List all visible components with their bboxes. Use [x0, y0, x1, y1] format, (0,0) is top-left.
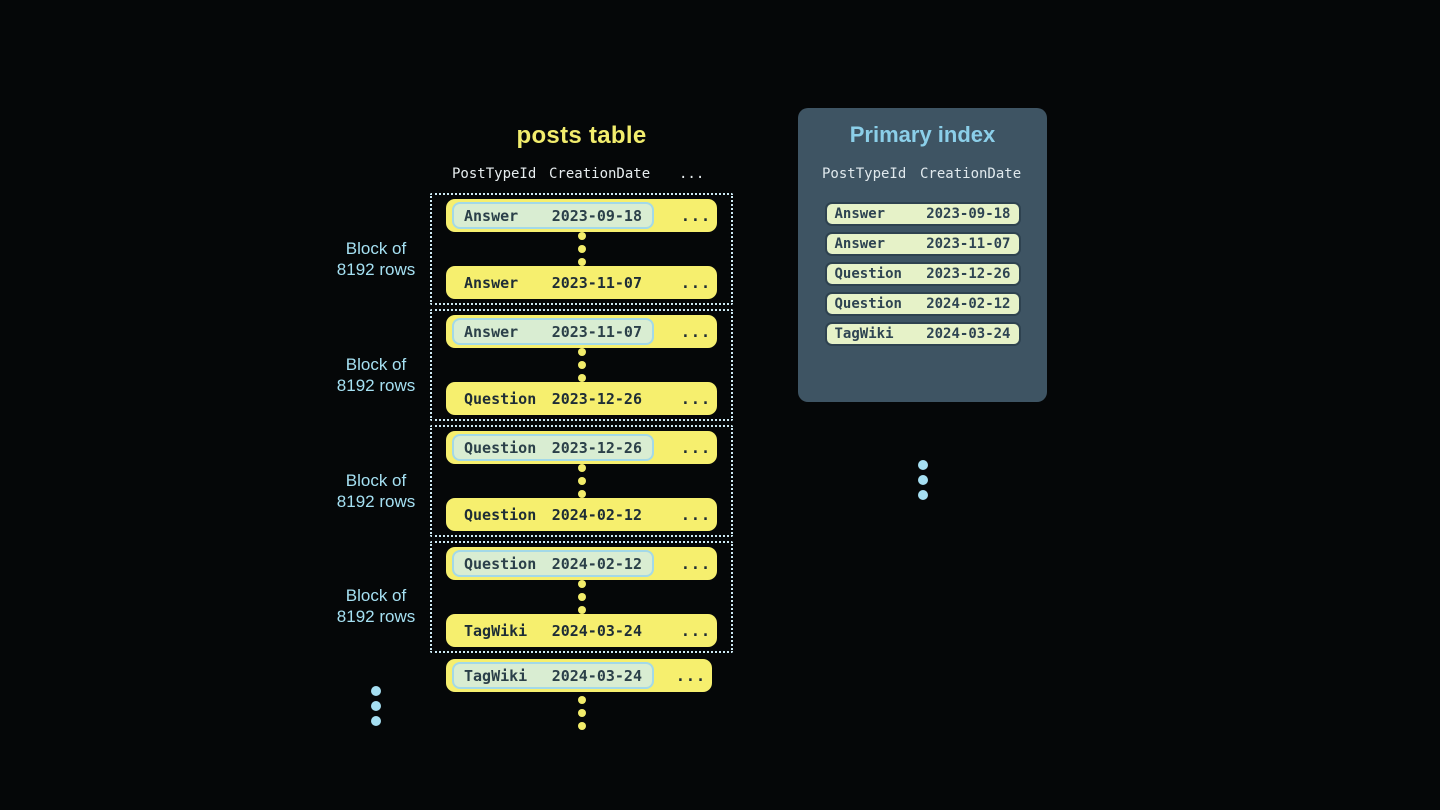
table-row: TagWiki 2024-03-24 ... — [446, 659, 712, 692]
row-post-type: Question — [464, 554, 537, 573]
block-4: Question 2024-02-12 ... TagWiki 2024-03-24… — [430, 541, 733, 653]
row-more-columns: ... — [680, 389, 711, 408]
block-3-label: Block of 8192 rows — [306, 470, 446, 512]
block-label-line1: Block of — [345, 471, 407, 490]
block-label-line1: Block of — [345, 355, 407, 374]
row-creation-date: 2023-12-26 — [551, 438, 642, 457]
primary-index-rows: Answer 2023-09-18 Answer 2023-11-07 Questi… — [798, 202, 1047, 346]
row-post-type: Answer — [464, 206, 519, 225]
block-2: Answer 2023-11-07 ... Question 2023-12-26 … — [430, 309, 733, 421]
block-label-line2: 8192 rows — [336, 260, 416, 279]
column-header-creationdate: CreationDate — [920, 166, 1022, 182]
column-header-posttypeid: PostTypeId — [452, 166, 537, 182]
row-more-columns: ... — [680, 273, 711, 292]
table-row: Answer 2023-11-07 ... — [446, 266, 717, 299]
table-row: Answer 2023-09-18 ... — [446, 199, 717, 232]
block-label-line2: 8192 rows — [336, 492, 416, 511]
row-more-columns: ... — [680, 621, 711, 640]
row-more-columns: ... — [680, 206, 711, 225]
index-highlight-box: TagWiki 2024-03-24 — [452, 662, 654, 689]
row-post-type: Answer — [464, 273, 519, 292]
row-post-type: Question — [464, 438, 537, 457]
block-1-label: Block of 8192 rows — [306, 238, 446, 280]
index-entry: Question 2023-12-26 — [824, 262, 1021, 286]
column-header-creationdate: CreationDate — [549, 166, 651, 182]
index-highlight-box: Question 2023-12-26 — [452, 434, 654, 461]
entry-creation-date: 2023-11-07 — [926, 236, 1011, 252]
index-entry: Question 2024-02-12 — [824, 292, 1021, 316]
index-entry: TagWiki 2024-03-24 — [824, 322, 1021, 346]
block-3: Question 2023-12-26 ... Question 2024-02-1… — [430, 425, 733, 537]
more-blocks-indicator — [306, 686, 446, 726]
row-creation-date: 2023-09-18 — [551, 206, 642, 225]
row-values: Answer 2023-11-07 — [452, 269, 654, 296]
row-more-columns: ... — [680, 505, 711, 524]
row-creation-date: 2023-11-07 — [551, 273, 642, 292]
block-1: Answer 2023-09-18 ... Answer 2023-11-07 ..… — [430, 193, 733, 305]
row-values: Question 2024-02-12 — [452, 501, 654, 528]
row-post-type: TagWiki — [464, 666, 528, 685]
primary-index-title: Primary index — [849, 122, 996, 147]
row-creation-date: 2023-12-26 — [551, 389, 642, 408]
entry-creation-date: 2023-09-18 — [926, 206, 1011, 222]
row-values: Question 2023-12-26 — [452, 385, 654, 412]
row-more-columns: ... — [680, 322, 711, 341]
block-label-line1: Block of — [345, 239, 407, 258]
entry-post-type: Question — [834, 266, 902, 282]
index-highlight-box: Answer 2023-09-18 — [452, 202, 654, 229]
entry-post-type: Question — [834, 296, 902, 312]
row-more-columns: ... — [680, 438, 711, 457]
table-row: Question 2024-02-12 ... — [446, 547, 717, 580]
block-4-label: Block of 8192 rows — [306, 585, 446, 627]
vertical-ellipsis-icon — [430, 696, 733, 730]
row-creation-date: 2024-03-24 — [551, 621, 642, 640]
row-post-type: Question — [464, 505, 537, 524]
index-highlight-box: Question 2024-02-12 — [452, 550, 654, 577]
row-post-type: Question — [464, 389, 537, 408]
row-creation-date: 2024-02-12 — [551, 505, 642, 524]
entry-creation-date: 2023-12-26 — [926, 266, 1011, 282]
vertical-ellipsis-icon — [577, 580, 586, 614]
vertical-ellipsis-icon — [798, 460, 1047, 500]
table-row: Question 2024-02-12 ... — [446, 498, 717, 531]
row-creation-date: 2023-11-07 — [551, 322, 642, 341]
index-entry: Answer 2023-09-18 — [824, 202, 1021, 226]
row-values: TagWiki 2024-03-24 — [452, 617, 654, 644]
table-row: TagWiki 2024-03-24 ... — [446, 614, 717, 647]
block-label-line1: Block of — [345, 586, 407, 605]
entry-post-type: Answer — [834, 206, 886, 222]
block-2-label: Block of 8192 rows — [306, 354, 446, 396]
vertical-ellipsis-icon — [306, 686, 446, 726]
table-row: Answer 2023-11-07 ... — [446, 315, 717, 348]
row-more-columns: ... — [675, 666, 706, 685]
row-post-type: TagWiki — [464, 621, 528, 640]
table-row: Question 2023-12-26 ... — [446, 382, 717, 415]
entry-post-type: TagWiki — [834, 326, 894, 342]
table-row: Question 2023-12-26 ... — [446, 431, 717, 464]
row-post-type: Answer — [464, 322, 519, 341]
column-header-more: ... — [679, 166, 705, 182]
column-header-posttypeid: PostTypeId — [822, 166, 907, 182]
index-highlight-box: Answer 2023-11-07 — [452, 318, 654, 345]
row-creation-date: 2024-02-12 — [551, 554, 642, 573]
vertical-ellipsis-icon — [577, 464, 586, 498]
entry-creation-date: 2024-02-12 — [926, 296, 1011, 312]
block-label-line2: 8192 rows — [336, 376, 416, 395]
entry-creation-date: 2024-03-24 — [926, 326, 1011, 342]
vertical-ellipsis-icon — [577, 232, 586, 266]
primary-index-panel: Primary index PostTypeId CreationDate An… — [798, 108, 1047, 500]
row-creation-date: 2024-03-24 — [551, 666, 642, 685]
entry-post-type: Answer — [834, 236, 886, 252]
primary-index-column-headers: PostTypeId CreationDate — [798, 166, 1047, 186]
index-entry: Answer 2023-11-07 — [824, 232, 1021, 256]
more-rows-indicator — [430, 696, 733, 730]
posts-table-title: posts table — [516, 122, 647, 149]
overflow-row-container: TagWiki 2024-03-24 ... — [446, 659, 712, 692]
block-label-line2: 8192 rows — [336, 607, 416, 626]
posts-table-column-headers: PostTypeId CreationDate ... — [430, 166, 733, 186]
vertical-ellipsis-icon — [577, 348, 586, 382]
row-more-columns: ... — [680, 554, 711, 573]
